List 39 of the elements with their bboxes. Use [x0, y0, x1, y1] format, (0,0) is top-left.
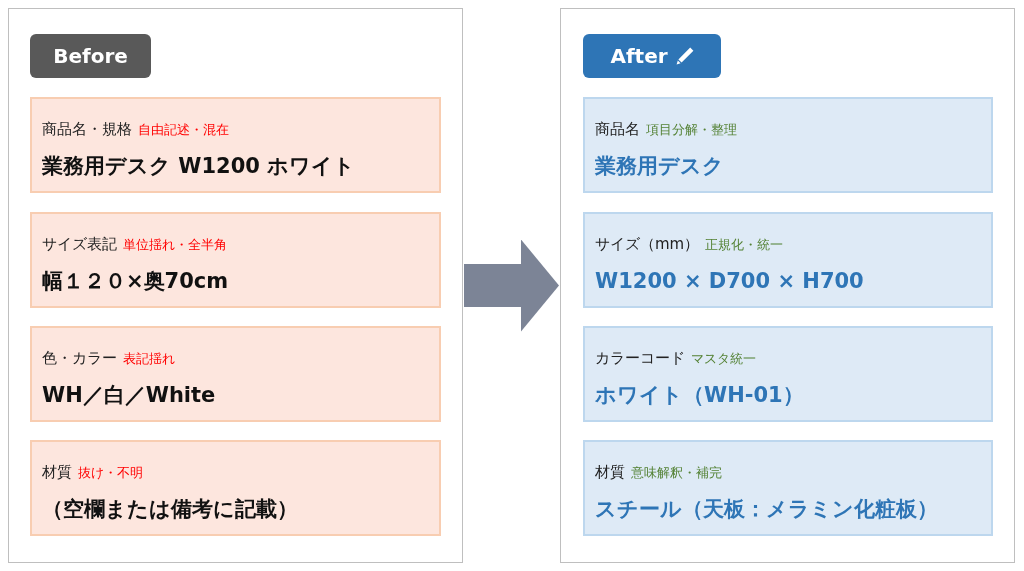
header-badge: [583, 34, 721, 78]
field-label: カラーコード: [595, 348, 685, 368]
field-label: 色・カラー: [42, 348, 117, 368]
field-card: [30, 440, 441, 536]
field-label: 材質: [42, 462, 72, 482]
field-label: サイズ（mm）: [595, 234, 700, 254]
block-arrow: [464, 239, 559, 332]
field-value: W1200 × D700 × H700: [595, 268, 864, 295]
annotation-text: 単位揺れ・全半角: [123, 236, 227, 254]
annotation-text: マスタ統一: [691, 350, 756, 368]
field-value: 幅１２０×奥70cm: [42, 268, 229, 295]
comparison-panel: [560, 8, 1015, 563]
field-card: [583, 97, 993, 193]
field-value: 業務用デスク W1200 ホワイト: [42, 153, 356, 180]
field-label: 材質: [595, 462, 625, 482]
annotation-text: 正規化・統一: [705, 236, 784, 254]
field-label: サイズ表記: [42, 234, 117, 254]
annotation-text: 意味解釈・補完: [631, 464, 722, 482]
field-card: [583, 440, 993, 536]
field-value: ホワイト（WH-01）: [595, 382, 804, 409]
badge-label: Before: [53, 44, 128, 68]
badge-label: After: [610, 44, 668, 68]
field-label: 商品名・規格: [42, 119, 132, 139]
annotation-text: 自由記述・混在: [138, 121, 229, 139]
field-value: WH／白／White: [42, 382, 216, 409]
field-card: [583, 326, 993, 422]
field-label: 商品名: [595, 119, 640, 139]
field-card: [583, 212, 993, 308]
field-card: [30, 97, 441, 193]
field-value: スチール（天板：メラミン化粧板）: [595, 496, 938, 523]
field-card: [30, 326, 441, 422]
field-value: 業務用デスク: [595, 153, 724, 180]
annotation-text: 項目分解・整理: [646, 121, 737, 139]
annotation-text: 抜け・不明: [78, 464, 143, 482]
header-badge: [30, 34, 151, 78]
field-value: （空欄または備考に記載）: [42, 496, 298, 523]
comparison-panel: [8, 8, 463, 563]
annotation-text: 表記揺れ: [123, 350, 175, 368]
field-card: [30, 212, 441, 308]
